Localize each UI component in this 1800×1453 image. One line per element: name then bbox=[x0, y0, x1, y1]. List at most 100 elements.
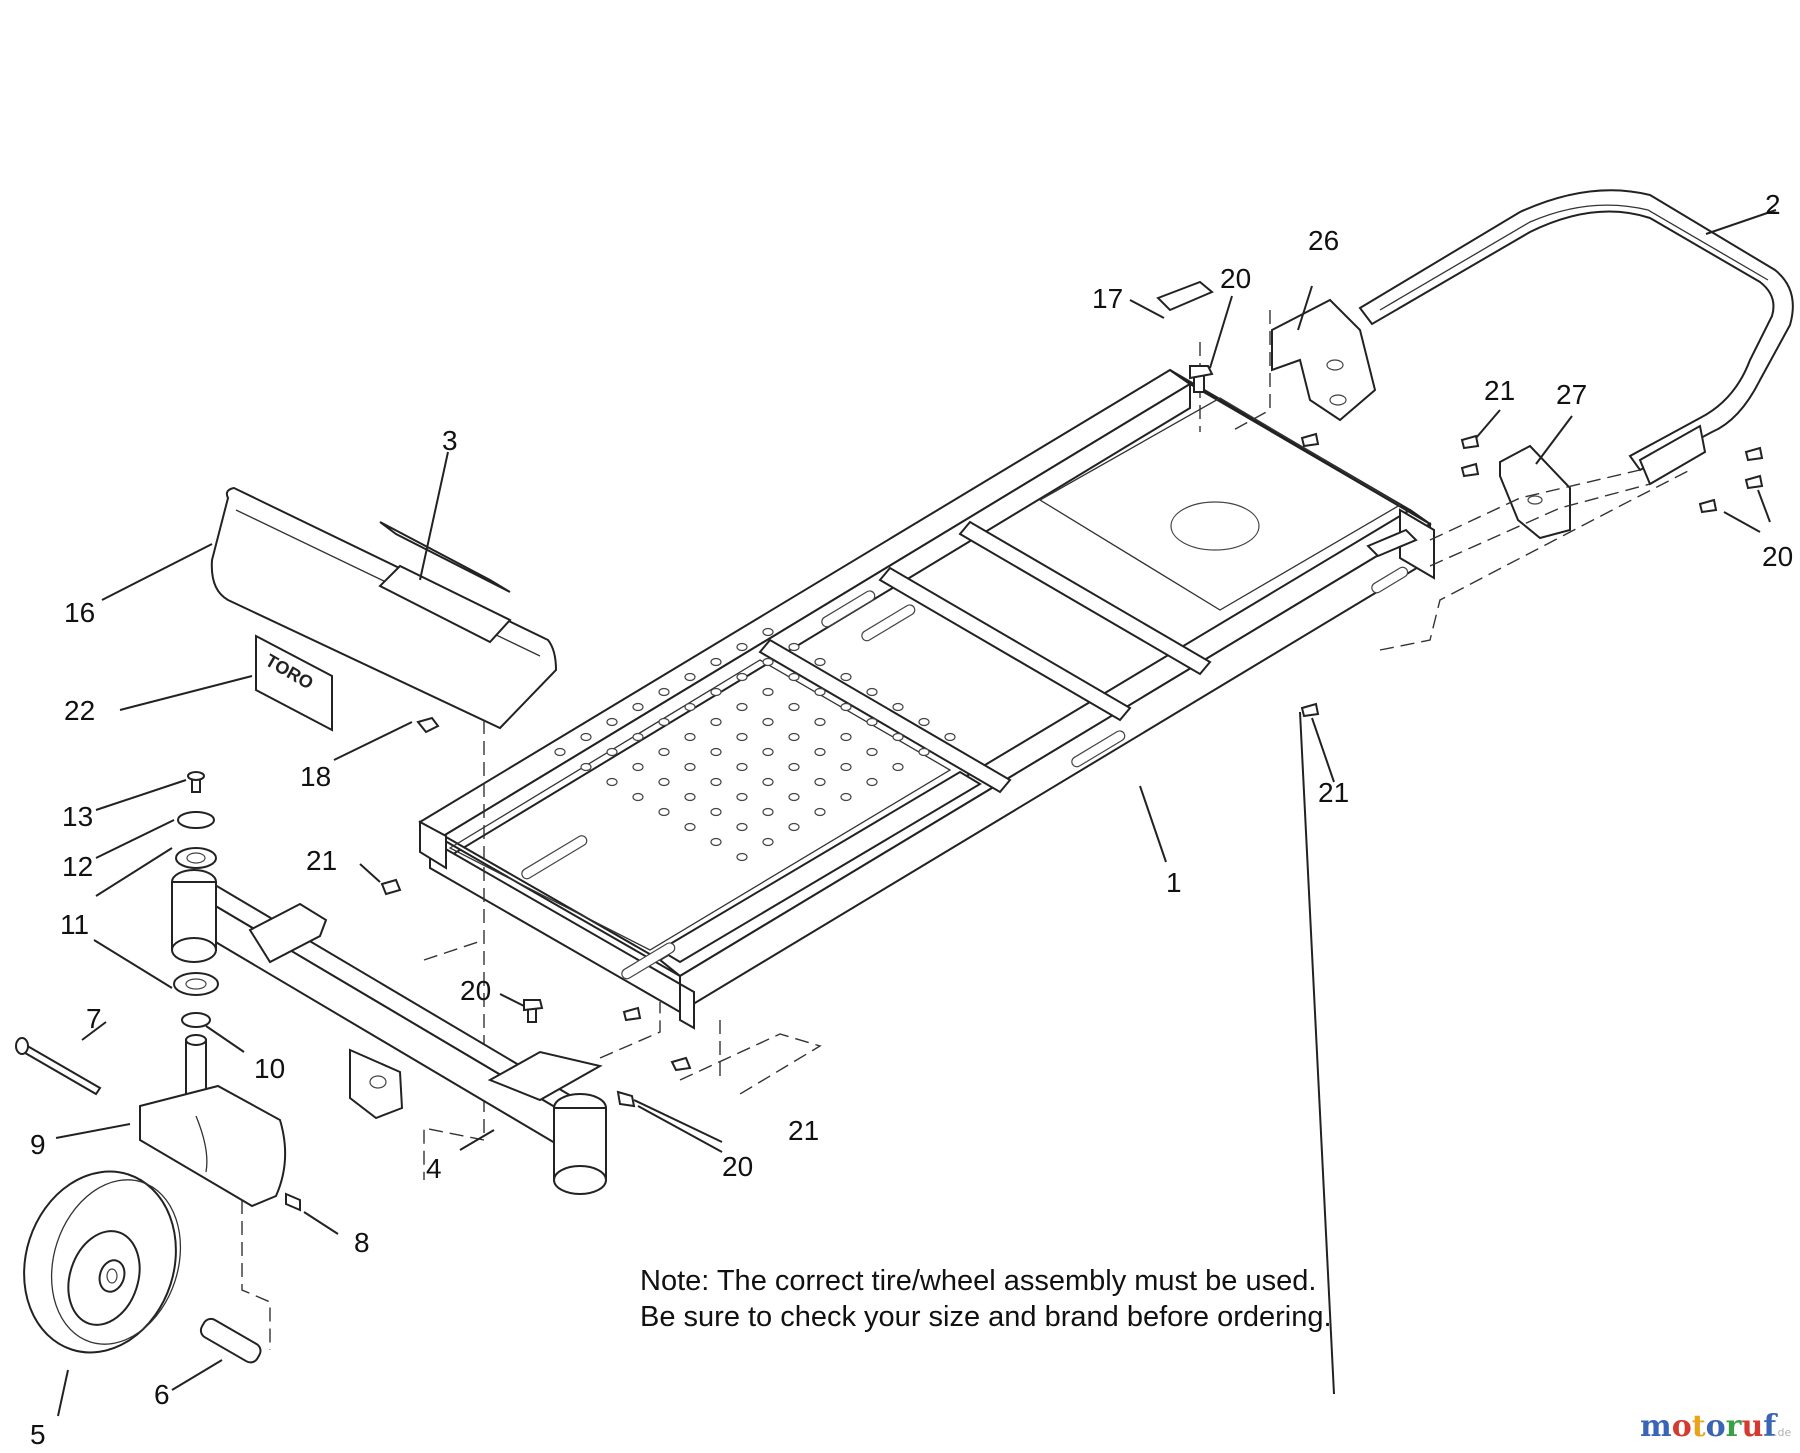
plate-hole bbox=[658, 807, 670, 817]
plate-hole bbox=[710, 837, 722, 847]
plate-hole bbox=[840, 672, 852, 682]
wm-letter: m bbox=[1640, 1409, 1672, 1444]
note-line-2: Be sure to check your size and brand bef… bbox=[640, 1301, 1332, 1333]
plate-hole bbox=[736, 762, 748, 772]
callout-11: 11 bbox=[60, 909, 89, 940]
plate-hole bbox=[866, 717, 878, 727]
callout-26: 26 bbox=[1308, 225, 1339, 256]
plate-hole bbox=[684, 792, 696, 802]
plate-hole bbox=[892, 702, 904, 712]
plate-hole bbox=[840, 792, 852, 802]
plate-hole bbox=[632, 792, 644, 802]
callout-20c: 20 bbox=[460, 975, 491, 1006]
plate-hole bbox=[580, 732, 592, 742]
callout-27: 27 bbox=[1556, 379, 1587, 410]
plate-hole bbox=[762, 747, 774, 757]
callout-21a: 21 bbox=[1484, 375, 1515, 406]
plate-hole bbox=[710, 687, 722, 697]
note-line-1: Note: The correct tire/wheel assembly mu… bbox=[640, 1265, 1316, 1297]
plate-hole bbox=[710, 657, 722, 667]
wm-letter: u bbox=[1741, 1409, 1763, 1444]
plate-hole bbox=[632, 762, 644, 772]
plate-hole bbox=[762, 717, 774, 727]
callout-8: 8 bbox=[354, 1227, 370, 1258]
plate-hole bbox=[684, 822, 696, 832]
plate-hole bbox=[814, 657, 826, 667]
front-cover-16 bbox=[210, 486, 558, 730]
wm-letter: t bbox=[1692, 1409, 1706, 1444]
callout-16: 16 bbox=[64, 597, 95, 628]
plate-hole bbox=[866, 777, 878, 787]
foot-plate-holes bbox=[554, 627, 956, 862]
callout-21c: 21 bbox=[306, 845, 337, 876]
callout-9: 9 bbox=[30, 1129, 46, 1160]
callout-18: 18 bbox=[300, 761, 331, 792]
callout-20b: 20 bbox=[1762, 541, 1793, 572]
plate-hole bbox=[918, 717, 930, 727]
plate-hole bbox=[788, 702, 800, 712]
plate-hole bbox=[788, 762, 800, 772]
bracket-26 bbox=[1271, 298, 1377, 422]
callout-5: 5 bbox=[30, 1419, 46, 1450]
wm-letter: o bbox=[1706, 1409, 1726, 1444]
plate-hole bbox=[658, 777, 670, 787]
callout-1: 1 bbox=[1166, 867, 1182, 898]
plate-hole bbox=[554, 747, 566, 757]
plate-hole bbox=[788, 672, 800, 682]
watermark-suffix: .de bbox=[1774, 1426, 1791, 1439]
plate-hole bbox=[684, 702, 696, 712]
plate-hole bbox=[788, 732, 800, 742]
plate-hole bbox=[710, 807, 722, 817]
plate-hole bbox=[658, 717, 670, 727]
callout-3: 3 bbox=[442, 425, 458, 456]
plate-hole bbox=[606, 777, 618, 787]
plate-hole bbox=[580, 762, 592, 772]
callout-22: 22 bbox=[64, 695, 95, 726]
plate-hole bbox=[918, 747, 930, 757]
watermark-logo: motoruf .de bbox=[1640, 1409, 1791, 1444]
plate-hole bbox=[788, 642, 800, 652]
plate-hole bbox=[840, 762, 852, 772]
wm-letter: r bbox=[1726, 1409, 1743, 1444]
plate-hole bbox=[684, 672, 696, 682]
handle-bar bbox=[1358, 189, 1794, 486]
callout-20d: 20 bbox=[722, 1151, 753, 1182]
plate-hole bbox=[710, 747, 722, 757]
plate-hole bbox=[658, 687, 670, 697]
svg-text:motoruf: motoruf bbox=[1640, 1409, 1778, 1444]
callout-6: 6 bbox=[154, 1379, 170, 1410]
plate-hole bbox=[762, 657, 774, 667]
plate-hole bbox=[606, 747, 618, 757]
callout-21b: 21 bbox=[1318, 777, 1349, 808]
plate-hole bbox=[736, 732, 748, 742]
plate-hole bbox=[788, 792, 800, 802]
plate-hole bbox=[710, 717, 722, 727]
plate-hole bbox=[658, 747, 670, 757]
plate-hole bbox=[762, 777, 774, 787]
caster-axle-4 bbox=[171, 869, 607, 1195]
callout-13: 13 bbox=[62, 801, 93, 832]
plate-hole bbox=[814, 687, 826, 697]
callout-20a: 20 bbox=[1220, 263, 1251, 294]
plate-hole bbox=[788, 822, 800, 832]
wm-letter: o bbox=[1672, 1409, 1692, 1444]
callouts: 1 2 3 4 5 6 7 8 9 10 11 12 13 16 17 18 2… bbox=[30, 189, 1793, 1450]
plate-hole bbox=[632, 732, 644, 742]
plate-hole bbox=[814, 717, 826, 727]
plate-hole bbox=[736, 672, 748, 682]
plate-hole bbox=[762, 807, 774, 817]
toro-decal-22: TORO bbox=[255, 634, 333, 732]
plate-hole bbox=[710, 777, 722, 787]
plate-hole bbox=[736, 702, 748, 712]
plate-hole bbox=[606, 717, 618, 727]
caster-wheel-5 bbox=[23, 1170, 182, 1354]
callout-2: 2 bbox=[1765, 189, 1781, 220]
bracket-27 bbox=[1499, 444, 1571, 540]
plate-hole bbox=[736, 852, 748, 862]
plate-hole bbox=[814, 807, 826, 817]
callout-12: 12 bbox=[62, 851, 93, 882]
plate-hole bbox=[762, 627, 774, 637]
plate-hole bbox=[762, 687, 774, 697]
callout-7: 7 bbox=[86, 1003, 102, 1034]
